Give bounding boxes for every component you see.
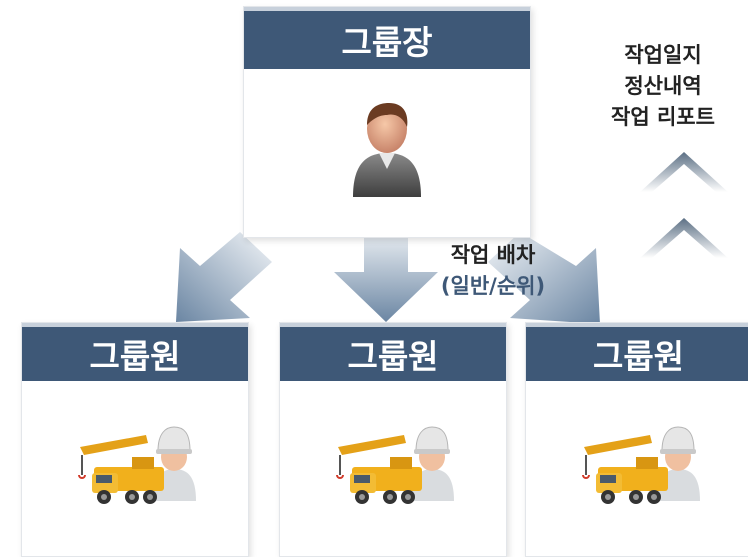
member-title: 그룹원 xyxy=(526,323,748,381)
person-icon xyxy=(353,103,421,197)
chevron-up-icon xyxy=(640,152,728,192)
member-card: 그룹원 xyxy=(279,322,507,557)
member-card: 그룹원 xyxy=(525,322,748,557)
arrow-down-left xyxy=(176,232,272,322)
member-title: 그룹원 xyxy=(22,323,248,381)
dispatch-title: 작업 배차 xyxy=(450,243,536,267)
report-item: 정산내역 xyxy=(624,74,702,98)
dispatch-subtitle: (일반/순위) xyxy=(440,274,546,298)
chevron-up-icon xyxy=(640,218,728,258)
member-card: 그룹원 xyxy=(21,322,249,557)
leader-card: 그룹장 xyxy=(243,6,531,238)
report-item: 작업일지 xyxy=(624,43,702,67)
crane-truck-worker-icon xyxy=(581,426,700,504)
report-item: 작업 리포트 xyxy=(611,105,715,129)
dispatch-label: 작업 배차 (일반/순위) xyxy=(418,240,568,302)
crane-truck-worker-icon xyxy=(78,426,196,504)
crane-truck-worker-icon xyxy=(336,426,454,504)
report-list: 작업일지 정산내역 작업 리포트 xyxy=(588,40,738,133)
member-title: 그룹원 xyxy=(280,323,506,381)
leader-title: 그룹장 xyxy=(244,7,530,69)
